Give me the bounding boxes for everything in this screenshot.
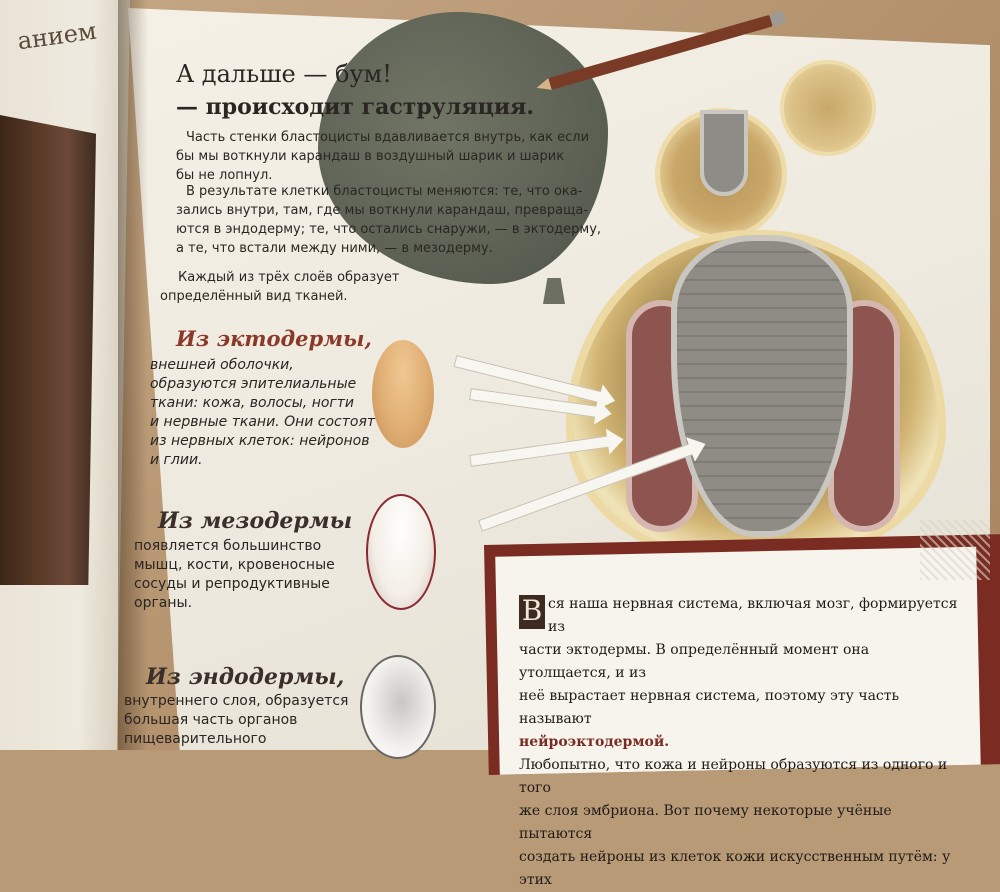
dropcap-letter: В bbox=[519, 595, 545, 629]
page-subtitle: — происходит гаструляция. bbox=[176, 94, 535, 120]
balloon-knot bbox=[543, 278, 565, 304]
embryo-ectoderm-illustration bbox=[372, 340, 434, 448]
text-line: Любопытно, что кожа и нейроны образуются… bbox=[519, 757, 948, 796]
text-line: бы мы воткнули карандаш в воздушный шари… bbox=[176, 149, 565, 164]
invagination-core bbox=[700, 110, 748, 196]
gastrula-illustration bbox=[566, 230, 946, 560]
hatched-decoration bbox=[920, 520, 990, 580]
text-line: из нервных клеток: нейронов bbox=[150, 433, 370, 449]
text-line: зались внутри, там, где мы воткнули кара… bbox=[176, 203, 589, 218]
intro-paragraph-2: В результате клетки бластоцисты меняются… bbox=[176, 182, 601, 258]
text-line: пищеварительного bbox=[124, 731, 267, 747]
text-line: ся наша нервная система, включая мозг, ф… bbox=[548, 596, 958, 635]
mesoderm-text: появляется большинство мышц, кости, кров… bbox=[134, 537, 335, 613]
text-line: мышц, кости, кровеносные bbox=[134, 557, 335, 573]
book-gutter-shadow bbox=[118, 0, 148, 750]
text-line: Часть стенки бластоцисты вдавливается вн… bbox=[186, 130, 590, 145]
ectoderm-text: внешней оболочки, образуются эпителиальн… bbox=[150, 356, 375, 470]
text-line: ются в эндодерму; те, что остались снару… bbox=[176, 222, 602, 237]
text-line: появляется большинство bbox=[134, 538, 322, 554]
text-line: большая часть органов bbox=[124, 712, 298, 728]
text-line: сосуды и репродуктивные bbox=[134, 576, 330, 592]
text-line: органы. bbox=[134, 595, 193, 611]
embryo-endoderm-illustration bbox=[360, 655, 436, 759]
intro-paragraph-1: Часть стенки бластоцисты вдавливается вн… bbox=[176, 128, 590, 185]
text-line: образуются эпителиальные bbox=[150, 376, 357, 392]
text-line: создать нейроны из клеток кожи искусстве… bbox=[519, 849, 951, 888]
neuroectoderm-term: нейроэктодермой. bbox=[519, 734, 670, 750]
text-line: неё вырастает нервная система, поэтому э… bbox=[519, 688, 900, 727]
text-line: внешней оболочки, bbox=[150, 357, 294, 373]
text-line: а те, что встали между ними, — в мезодер… bbox=[176, 241, 493, 256]
text-line: внутреннего слоя, образуется bbox=[124, 693, 349, 709]
endoderm-heading: Из эндодермы, bbox=[146, 664, 345, 690]
blastocyst-early-illustration bbox=[780, 60, 876, 156]
endoderm-text: внутреннего слоя, образуется большая час… bbox=[124, 692, 348, 749]
text-line: и глии. bbox=[150, 452, 203, 468]
text-line: бы не лопнул. bbox=[176, 168, 273, 183]
ectoderm-heading: Из эктодермы, bbox=[176, 326, 372, 351]
text-line: определённый вид тканей. bbox=[160, 289, 348, 304]
text-line: же слоя эмбриона. Вот почему некоторые у… bbox=[519, 803, 892, 842]
left-page-word: анием bbox=[15, 16, 98, 56]
mesoderm-heading: Из мезодермы bbox=[158, 508, 353, 534]
text-line: Каждый из трёх слоёв образует bbox=[178, 270, 400, 285]
text-line: В результате клетки бластоцисты меняются… bbox=[186, 184, 583, 199]
left-page-illustration bbox=[0, 115, 96, 585]
text-line: части эктодермы. В определённый момент о… bbox=[519, 642, 870, 681]
endoderm-layer bbox=[671, 235, 853, 537]
balloon-illustration bbox=[318, 12, 608, 284]
text-line: и нервные ткани. Они состоят bbox=[150, 414, 376, 430]
intro-paragraph-3: Каждый из трёх слоёв образует определённ… bbox=[160, 268, 399, 306]
text-line: ткани: кожа, волосы, ногти bbox=[150, 395, 355, 411]
page-title: А дальше — бум! bbox=[176, 60, 392, 88]
embryo-mesoderm-illustration bbox=[366, 494, 436, 610]
